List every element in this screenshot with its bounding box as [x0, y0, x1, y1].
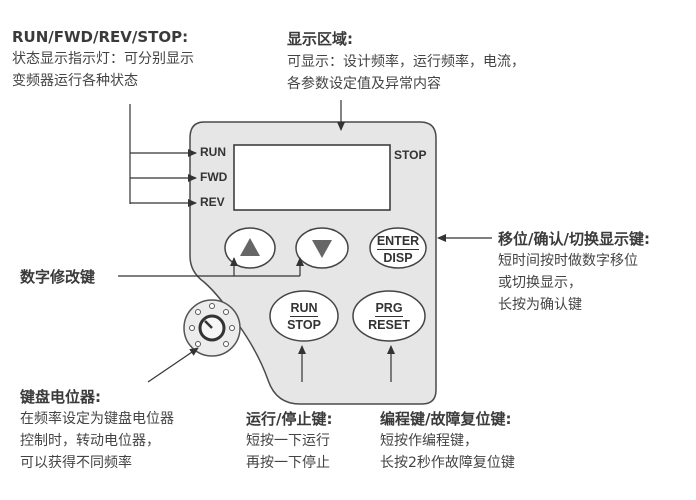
- display-window: [233, 144, 391, 211]
- indicator-leaders: [129, 104, 197, 207]
- shift-key-desc-line: 短时间按时做数字移位: [498, 253, 638, 269]
- display-area-desc-line: 各参数设定值及异常内容: [287, 76, 441, 92]
- potentiometer-desc-line: 控制时，转动电位器，: [20, 433, 160, 449]
- display-area-desc-line: 可显示：设计频率，运行频率，电流，: [287, 54, 525, 70]
- run-status-annotation: RUN/FWD/REV/STOP: 状态显示指示灯：可分别显示 变频器运行各种状…: [12, 28, 194, 92]
- run-status-desc-line: 变频器运行各种状态: [12, 73, 138, 89]
- prg-reset-title: 编程键/故障复位键:: [380, 410, 512, 428]
- prg-reset-annotation: 编程键/故障复位键: 短按作编程键， 长按2秒作故障复位键: [380, 408, 515, 474]
- run-label: RUN: [290, 301, 318, 317]
- potentiometer-annotation: 键盘电位器: 在频率设定为键盘电位器 控制时，转动电位器， 可以获得不同频率: [20, 386, 174, 474]
- digit-key-title: 数字修改键: [20, 268, 96, 286]
- prg-label: PRG: [375, 301, 403, 317]
- prg-reset-desc-line: 短按作编程键，: [380, 433, 478, 449]
- run-status-desc-line: 状态显示指示灯：可分别显示: [12, 51, 194, 67]
- down-triangle-icon: [312, 240, 332, 258]
- digit-key-leaders: [118, 257, 304, 277]
- potentiometer-title: 键盘电位器:: [20, 388, 101, 406]
- potentiometer-knob: [183, 299, 241, 357]
- shift-key-title: 移位/确认/切换显示键:: [498, 230, 650, 248]
- disp-label: DISP: [383, 251, 413, 265]
- run-stop-annotation: 运行/停止键: 短按一下运行 再按一下停止: [246, 408, 332, 474]
- display-area-title: 显示区域:: [287, 30, 353, 48]
- enter-disp-text[interactable]: ENTER DISP: [370, 233, 426, 266]
- up-triangle-icon: [240, 238, 260, 256]
- shift-key-annotation: 移位/确认/切换显示键: 短时间按时做数字移位 或切换显示， 长按为确认键: [498, 228, 650, 316]
- indicator-fwd-label: FWD: [200, 170, 228, 184]
- run-stop-desc-line: 再按一下停止: [246, 455, 330, 471]
- shift-key-desc-line: 或切换显示，: [498, 275, 582, 291]
- reset-label: RESET: [368, 318, 410, 332]
- potentiometer-arrow: [147, 347, 199, 383]
- enter-label: ENTER: [376, 234, 420, 250]
- prg-reset-desc-line: 长按2秒作故障复位键: [380, 455, 515, 471]
- indicator-stop-label: STOP: [394, 148, 427, 162]
- potentiometer-desc-line: 在频率设定为键盘电位器: [20, 411, 174, 427]
- run-stop-title: 运行/停止键:: [246, 410, 333, 428]
- stop-label: STOP: [287, 318, 321, 332]
- prg-reset-text[interactable]: PRG RESET: [355, 300, 423, 333]
- potentiometer-desc-line: 可以获得不同频率: [20, 455, 132, 471]
- shift-key-desc-line: 长按为确认键: [498, 297, 582, 313]
- run-stop-desc-line: 短按一下运行: [246, 433, 330, 449]
- display-area-annotation: 显示区域: 可显示：设计频率，运行频率，电流， 各参数设定值及异常内容: [287, 28, 525, 95]
- enter-disp-button: [369, 227, 427, 269]
- indicator-run-label: RUN: [200, 145, 226, 159]
- run-stop-text[interactable]: RUN STOP: [272, 300, 336, 333]
- indicator-rev-label: REV: [200, 195, 225, 209]
- run-status-title: RUN/FWD/REV/STOP:: [12, 28, 189, 46]
